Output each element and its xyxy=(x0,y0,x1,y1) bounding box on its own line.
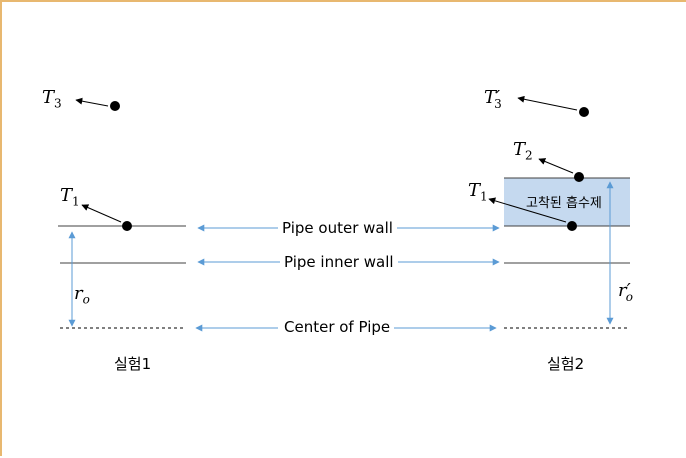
point-t2-right xyxy=(574,172,584,182)
t3-left-label: T3 xyxy=(42,87,62,111)
experiment-2-label: 실험2 xyxy=(547,355,585,373)
t2-right-label: T2 xyxy=(513,139,533,163)
t1-right-label: T1 xyxy=(468,180,488,204)
pointer-t3-right xyxy=(517,95,578,111)
ro-left-label: ro xyxy=(74,283,90,307)
adsorbent-label: 고착된 흡수제 xyxy=(526,196,602,211)
outer-wall-label: Pipe outer wall xyxy=(278,219,397,237)
point-t1-left xyxy=(122,221,132,231)
ro-prime-right-label: r′o xyxy=(618,280,633,304)
pointer-t3-left xyxy=(75,97,109,107)
point-t3-left xyxy=(110,101,120,111)
pointer-t1-left xyxy=(81,204,122,223)
point-t1-right xyxy=(567,221,577,231)
t3-prime-right-label: T′3 xyxy=(484,87,502,111)
pointer-t2-right xyxy=(538,158,574,174)
center-label: Center of Pipe xyxy=(280,318,395,336)
pointer-t1-right xyxy=(488,197,567,223)
inner-wall-label: Pipe inner wall xyxy=(280,253,398,271)
t1-left-label: T1 xyxy=(60,185,80,209)
experiment-1-label: 실험1 xyxy=(114,355,152,373)
point-t3-right xyxy=(579,107,589,117)
